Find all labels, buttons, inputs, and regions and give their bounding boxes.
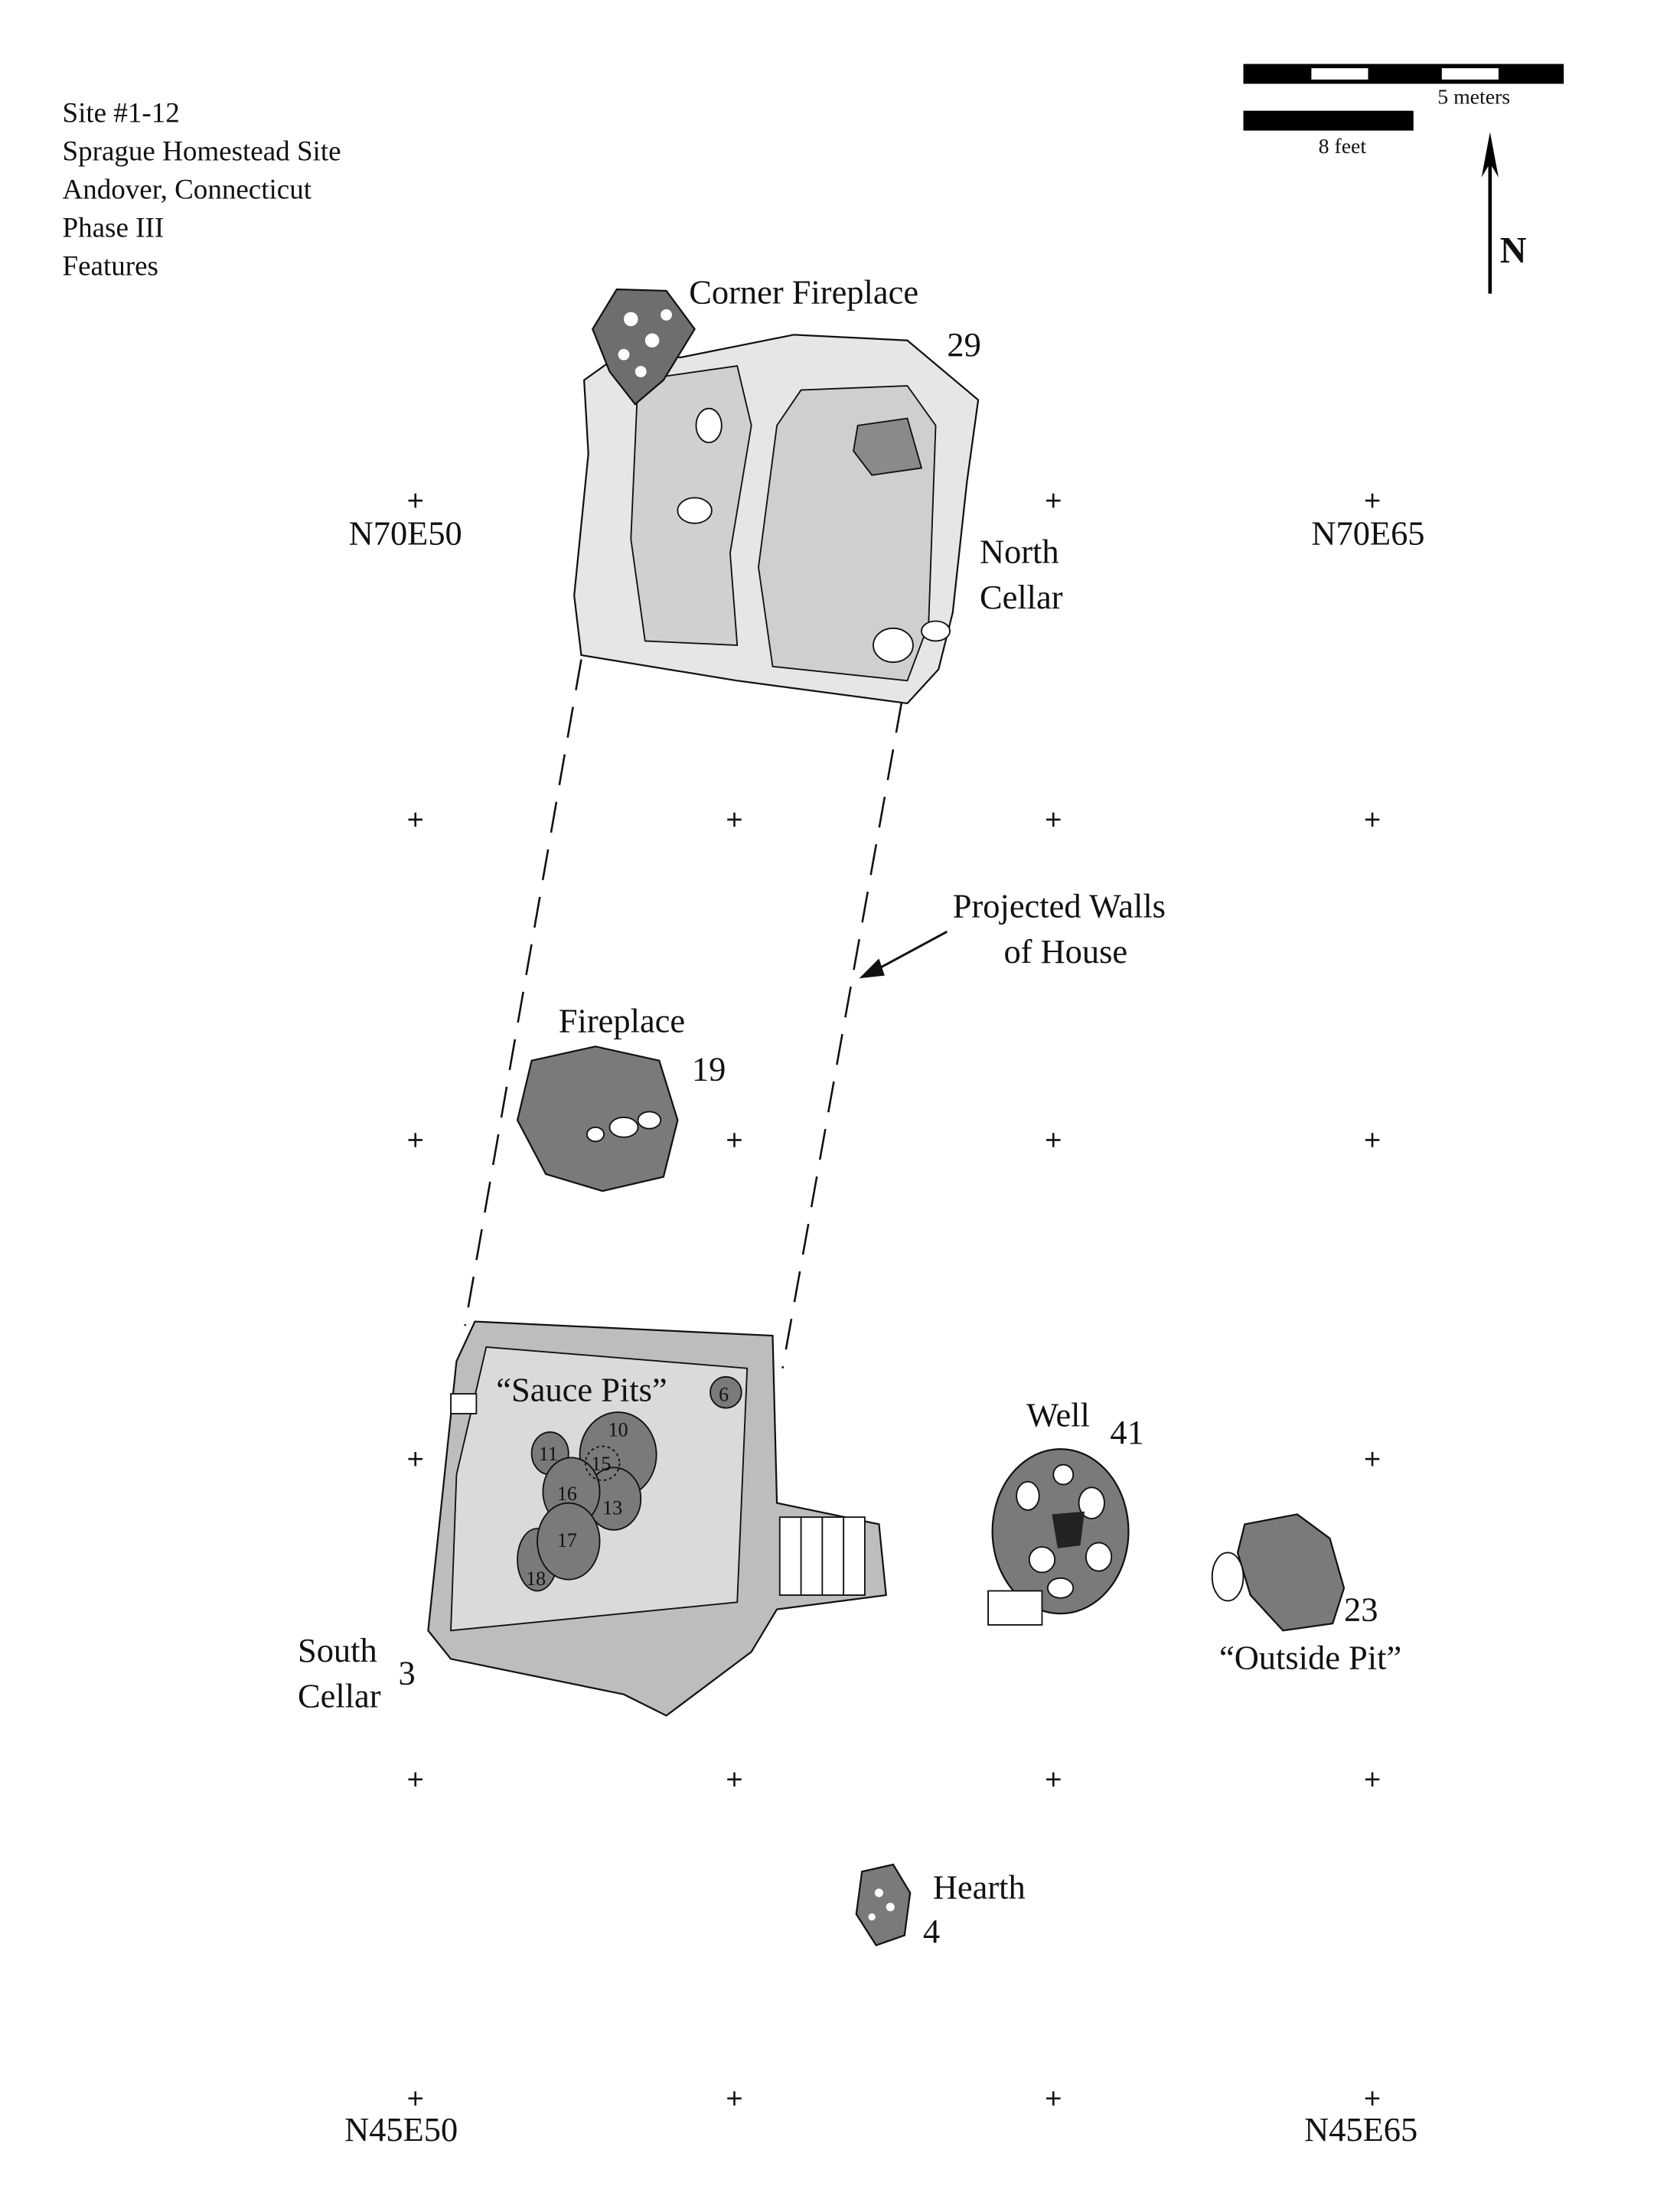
outside-pit-label: “Outside Pit” <box>1219 1638 1401 1676</box>
grid-cross-icon <box>1365 493 1380 508</box>
corner-fireplace-label: Corner Fireplace <box>689 273 918 312</box>
grid-cross-icon <box>1365 1772 1380 1787</box>
projected-walls: Projected Walls of House <box>464 659 1166 1369</box>
grid-cross-icon <box>408 1133 422 1147</box>
south-cellar-label: Cellar <box>298 1676 381 1714</box>
pit-number: 18 <box>526 1568 546 1590</box>
pit-number: 17 <box>557 1529 577 1551</box>
title-line: Features <box>63 251 158 282</box>
grid-cross-icon <box>1365 2091 1380 2106</box>
grid-cross-icon <box>727 2091 742 2106</box>
grid-cross-icon <box>727 812 742 827</box>
outside-pit-number: 23 <box>1344 1590 1378 1628</box>
title-line: Sprague Homestead Site <box>63 136 341 168</box>
grid-cross-icon <box>1046 812 1061 827</box>
fireplace-number: 19 <box>692 1050 726 1088</box>
grid-cross-icon <box>727 1133 742 1147</box>
north-cellar-label: North <box>980 533 1059 571</box>
arrow-icon <box>859 958 885 979</box>
scale-metric-label: 5 meters <box>1437 85 1510 109</box>
grid-cross-icon <box>408 1451 422 1467</box>
south-cellar-label: South <box>298 1631 377 1669</box>
grid-cross-icon <box>1046 493 1061 508</box>
grid-cross-icon <box>1365 1451 1380 1467</box>
grid-label-se: N45E65 <box>1304 2110 1417 2148</box>
scale-bar: 5 meters 8 feet <box>1243 64 1564 158</box>
well-label: Well <box>1026 1396 1090 1434</box>
pit-number: 6 <box>719 1383 729 1405</box>
pit-number: 16 <box>557 1483 577 1505</box>
grid-label-sw: N45E50 <box>344 2110 458 2148</box>
grid-cross-icon <box>408 2091 422 2106</box>
grid-label-ne: N70E65 <box>1311 514 1424 552</box>
outside-pit: 23 “Outside Pit” <box>1211 1513 1401 1676</box>
title-line: Phase III <box>63 213 165 244</box>
grid-cross-icon <box>727 1772 742 1787</box>
grid-cross-icon <box>1046 1133 1061 1147</box>
grid-label-nw: N70E50 <box>349 514 462 552</box>
well: Well 41 <box>987 1396 1144 1626</box>
pit-number: 10 <box>608 1419 628 1441</box>
projected-walls-label: of House <box>1003 932 1127 971</box>
scale-imperial-label: 8 feet <box>1319 135 1367 158</box>
pit-number: 13 <box>602 1496 622 1519</box>
corner-fireplace: Corner Fireplace 29 <box>592 273 981 406</box>
north-cellar: North Cellar <box>573 334 1063 705</box>
grid-cross-icon <box>1365 812 1380 827</box>
south-cellar-number: 3 <box>399 1654 416 1692</box>
north-label: N <box>1500 230 1527 271</box>
pit-number: 15 <box>591 1453 611 1475</box>
sauce-pits-label: “Sauce Pits” <box>496 1370 667 1408</box>
grid-cross-icon <box>408 493 422 508</box>
well-number: 41 <box>1110 1413 1143 1451</box>
title-line: Site #1-12 <box>63 97 180 129</box>
title-block: Site #1-12 Sprague Homestead Site Andove… <box>63 97 341 282</box>
pit-number: 11 <box>539 1443 558 1465</box>
corner-fireplace-number: 29 <box>947 325 980 364</box>
sauce-pits: 6 10 11 15 16 13 17 18 <box>517 1375 742 1592</box>
hearth-label: Hearth <box>933 1868 1026 1906</box>
north-cellar-label: Cellar <box>980 578 1063 616</box>
grid-cross-icon <box>1046 2091 1061 2106</box>
hearth: Hearth 4 <box>855 1863 1026 1950</box>
north-arrow-icon: N <box>1481 132 1527 294</box>
grid-cross-icon <box>408 1772 422 1787</box>
hearth-number: 4 <box>923 1912 940 1950</box>
fireplace-19: Fireplace 19 <box>516 1002 726 1192</box>
fireplace-label: Fireplace <box>559 1002 685 1040</box>
grid-cross-icon <box>1365 1133 1380 1147</box>
title-line: Andover, Connecticut <box>63 175 312 206</box>
projected-walls-label: Projected Walls <box>953 887 1166 925</box>
grid-cross-icon <box>408 812 422 827</box>
grid-cross-icon <box>1046 1772 1061 1787</box>
